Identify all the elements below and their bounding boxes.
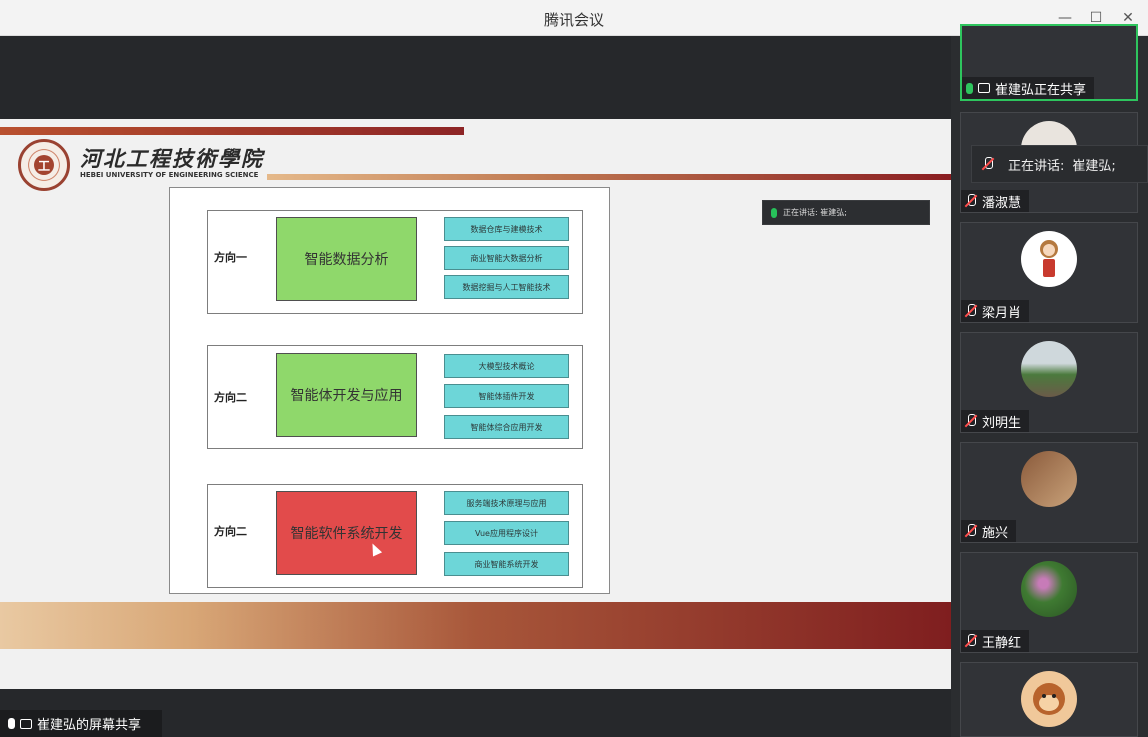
window-title: 腾讯会议 xyxy=(543,11,604,29)
screen-share-tag: 崔建弘的屏幕共享 xyxy=(0,710,162,737)
direction-group: 方向二 智能体开发与应用 大模型技术概论 智能体插件开发 智能体综合应用开发 xyxy=(207,345,583,449)
course-box: 商业智能系统开发 xyxy=(444,552,569,576)
participant-name: 施兴 xyxy=(982,525,1009,541)
shared-slide: 工 河北工程技術學院 HEBEI UNIVERSITY OF ENGINEERI… xyxy=(0,119,951,689)
participant-tile[interactable]: 施兴 xyxy=(960,442,1138,543)
course-box: 商业智能大数据分析 xyxy=(444,246,569,270)
direction-main-box: 智能数据分析 xyxy=(276,217,417,301)
avatar xyxy=(1021,561,1077,617)
slide-top-bar xyxy=(0,127,464,135)
direction-group: 方向二 智能软件系统开发 服务端技术原理与应用 Vue应用程序设计 商业智能系统… xyxy=(207,484,583,588)
mic-muted-icon xyxy=(965,194,977,208)
university-name-cn: 河北工程技術學院 xyxy=(80,146,264,171)
participant-tile[interactable] xyxy=(960,662,1138,737)
participant-name-tag: 刘明生 xyxy=(961,410,1030,432)
minimize-icon[interactable]: — xyxy=(1058,10,1072,26)
direction-main-box: 智能软件系统开发 xyxy=(276,491,417,575)
screen-share-label: 崔建弘的屏幕共享 xyxy=(37,718,142,733)
title-bar: 腾讯会议 — ☐ ✕ xyxy=(0,0,1148,36)
avatar xyxy=(1021,671,1077,727)
slide-bottom-bar xyxy=(0,602,951,649)
mic-muted-icon xyxy=(965,414,977,428)
direction-group: 方向一 智能数据分析 数据仓库与建模技术 商业智能大数据分析 数据挖掘与人工智能… xyxy=(207,210,583,314)
close-icon[interactable]: ✕ xyxy=(1122,10,1134,26)
avatar xyxy=(1021,451,1077,507)
slide-header-line xyxy=(267,174,951,180)
course-box: 智能体插件开发 xyxy=(444,384,569,408)
mini-speaking-text: 正在讲话: 崔建弘; xyxy=(783,208,847,217)
course-box: 数据仓库与建模技术 xyxy=(444,217,569,241)
participant-name-tag: 崔建弘正在共享 xyxy=(962,77,1095,99)
mic-icon xyxy=(771,207,777,218)
participant-name-tag: 潘淑慧 xyxy=(961,190,1030,212)
mic-icon xyxy=(8,718,15,729)
participant-name: 崔建弘正在共享 xyxy=(995,82,1087,98)
participant-tile[interactable]: 崔建弘正在共享 xyxy=(960,24,1138,101)
university-name-en: HEBEI UNIVERSITY OF ENGINEERING SCIENCE xyxy=(80,171,259,179)
course-box: 智能体综合应用开发 xyxy=(444,415,569,439)
course-box: Vue应用程序设计 xyxy=(444,521,569,545)
speaking-indicator: 正在讲话: 崔建弘; xyxy=(971,145,1148,183)
avatar xyxy=(1021,231,1077,287)
screen-share-area[interactable]: 工 河北工程技術學院 HEBEI UNIVERSITY OF ENGINEERI… xyxy=(0,36,951,737)
mic-muted-icon xyxy=(965,524,977,538)
participant-panel[interactable]: 崔建弘正在共享 潘淑慧 梁月肖 刘明生 xyxy=(951,24,1148,737)
course-box: 数据挖掘与人工智能技术 xyxy=(444,275,569,299)
screen-share-icon xyxy=(978,83,990,93)
screen-share-icon xyxy=(20,718,32,729)
participant-name-tag: 王静红 xyxy=(961,630,1030,652)
speaking-name: 崔建弘; xyxy=(1072,158,1116,174)
course-box: 服务端技术原理与应用 xyxy=(444,491,569,515)
avatar xyxy=(1021,341,1077,397)
direction-label: 方向二 xyxy=(214,525,247,538)
mic-icon xyxy=(966,82,973,94)
participant-name: 刘明生 xyxy=(982,415,1022,431)
course-box: 大模型技术概论 xyxy=(444,354,569,378)
participant-name: 梁月肖 xyxy=(982,305,1022,321)
maximize-icon[interactable]: ☐ xyxy=(1089,10,1103,26)
participant-name-tag: 梁月肖 xyxy=(961,300,1030,322)
participant-name: 王静红 xyxy=(982,635,1022,651)
direction-label: 方向二 xyxy=(214,391,247,404)
participant-tile[interactable]: 王静红 xyxy=(960,552,1138,653)
mic-muted-icon xyxy=(965,304,977,318)
university-seal-icon: 工 xyxy=(18,139,70,191)
direction-label: 方向一 xyxy=(214,251,247,264)
participant-name: 潘淑慧 xyxy=(982,195,1022,211)
mic-muted-icon xyxy=(982,157,994,171)
participant-name-tag: 施兴 xyxy=(961,520,1017,542)
mic-muted-icon xyxy=(965,634,977,648)
participant-tile[interactable]: 刘明生 xyxy=(960,332,1138,433)
direction-diagram: 方向一 智能数据分析 数据仓库与建模技术 商业智能大数据分析 数据挖掘与人工智能… xyxy=(169,187,610,594)
direction-main-box: 智能体开发与应用 xyxy=(276,353,417,437)
speaking-prefix: 正在讲话: xyxy=(1008,158,1065,174)
mini-speaking-indicator: 正在讲话: 崔建弘; xyxy=(762,200,930,225)
participant-tile[interactable]: 梁月肖 xyxy=(960,222,1138,323)
